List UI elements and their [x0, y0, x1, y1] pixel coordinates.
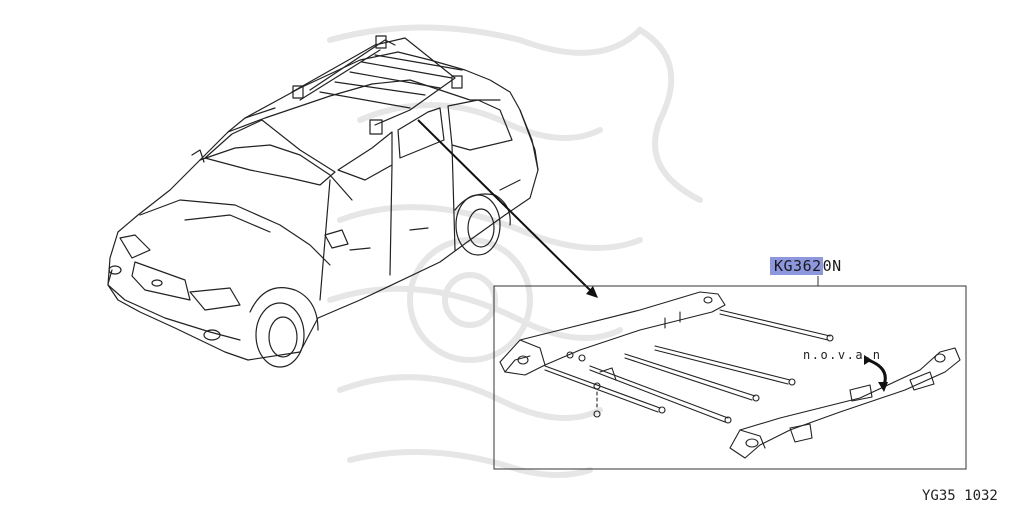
part-number-highlight: KG362	[770, 257, 823, 275]
rotation-arrow-icon	[864, 355, 888, 392]
pointer-arrow	[417, 119, 598, 298]
detail-frame	[493, 285, 967, 470]
vehicle-illustration	[107, 35, 539, 368]
watermark-graphic	[327, 24, 703, 478]
part-number-suffix: 0N	[822, 257, 842, 275]
variant-note: n.o.v.a.n	[803, 348, 882, 362]
roof-rack-detail	[499, 291, 961, 459]
diagram-code: YG35 1032	[922, 488, 998, 504]
part-number-label: KG3620N	[770, 257, 842, 275]
